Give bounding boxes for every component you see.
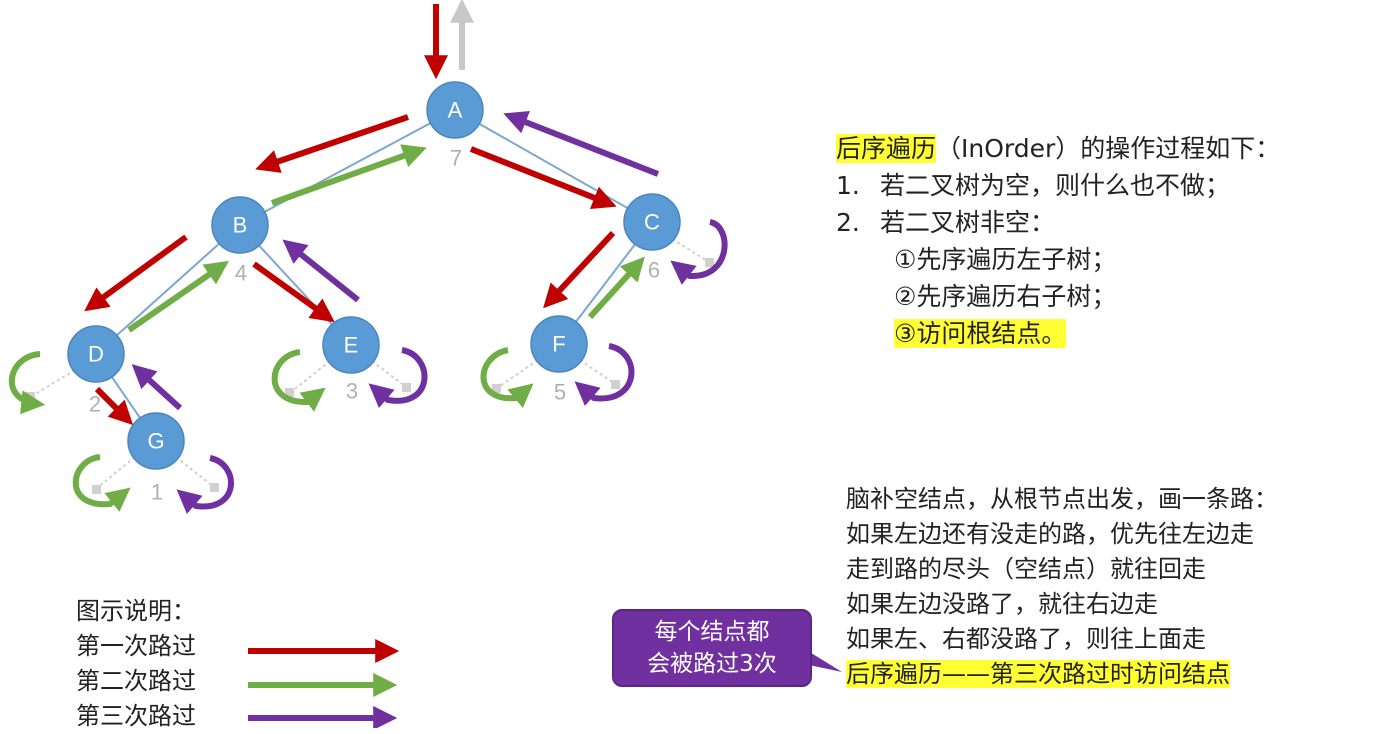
legend-second-pass: 第二次路过 xyxy=(76,667,196,695)
traversal-instructions: 脑补空结点，从根节点出发，画一条路： 如果左边还有没走的路，优先往左边走 走到路… xyxy=(846,482,1278,692)
instruction-line-2: 如果左边还有没走的路，优先往左边走 xyxy=(846,520,1254,548)
visit-order-g: 1 xyxy=(151,480,163,505)
red-arrow-a-b xyxy=(255,114,409,173)
node-b xyxy=(211,196,269,254)
rules-title: （InOrder）的操作过程如下： xyxy=(936,134,1281,163)
purple-arrow-g-d xyxy=(131,364,183,411)
visit-order-a: 7 xyxy=(450,146,462,171)
purple-arrow-e-b xyxy=(282,239,360,303)
callout-line-1: 每个结点都 xyxy=(654,619,770,645)
postorder-rules: 后序遍历（InOrder）的操作过程如下： 1. 若二叉树为空，则什么也不做； 2… xyxy=(836,130,1280,352)
node-f xyxy=(530,315,588,373)
purple-arrow-c-a xyxy=(503,110,660,177)
third-pass-arrows xyxy=(131,110,728,515)
rules-title-highlight: 后序遍历 xyxy=(836,134,937,163)
node-label-f: F xyxy=(552,332,565,357)
green-arrow-f-c xyxy=(587,256,645,320)
instruction-line-1: 脑补空结点，从根节点出发，画一条路： xyxy=(846,485,1278,513)
node-label-d: D xyxy=(88,342,104,367)
step2-text: 若二叉树非空： xyxy=(880,208,1056,237)
instruction-line-3: 走到路的尽头（空结点）就往回走 xyxy=(846,555,1206,583)
red-arrow-a-c xyxy=(469,146,617,209)
purple-loop-e xyxy=(368,347,428,409)
node-label-a: A xyxy=(448,98,463,123)
node-label-e: E xyxy=(344,333,359,358)
node-g xyxy=(127,412,185,470)
node-label-g: G xyxy=(147,429,164,454)
step1-text: 若二叉树为空，则什么也不做； xyxy=(880,171,1231,200)
visit-order-f: 5 xyxy=(554,380,566,405)
substep3-text: ③访问根结点。 xyxy=(894,319,1067,348)
second-pass-arrows xyxy=(8,144,645,512)
purple-loop-g xyxy=(176,455,234,515)
green-loop-d xyxy=(8,351,46,415)
callout-line-2: 会被路过3次 xyxy=(647,651,777,677)
red-arrow-b-e xyxy=(252,261,335,323)
node-a xyxy=(426,81,484,139)
red-arrow-b-d xyxy=(84,234,188,312)
node-e xyxy=(322,316,380,374)
edge-a-c xyxy=(454,109,653,223)
purple-loop-c xyxy=(670,219,728,285)
substep1-text: ①先序遍历左子树； xyxy=(894,245,1117,274)
green-arrow-d-b xyxy=(127,260,229,333)
legend-third-pass: 第三次路过 xyxy=(76,702,196,730)
green-loop-g xyxy=(72,454,131,512)
visit-order-d: 2 xyxy=(89,392,101,417)
green-arrow-b-a xyxy=(270,144,427,206)
node-label-c: C xyxy=(644,210,660,235)
edge-b-d xyxy=(95,224,241,355)
visit-order-b: 4 xyxy=(235,261,247,286)
legend: 图示说明： 第一次路过 第二次路过 第三次路过 xyxy=(76,594,196,734)
green-loop-e xyxy=(271,349,326,412)
node-d xyxy=(67,325,125,383)
legend-title: 图示说明： xyxy=(76,597,196,625)
node-label-b: B xyxy=(233,213,248,238)
step2-number: 2. xyxy=(836,208,860,237)
instruction-line-6: 后序遍历——第三次路过时访问结点 xyxy=(846,660,1230,688)
step1-number: 1. xyxy=(836,171,860,200)
null-links xyxy=(26,238,714,494)
callout-box: 每个结点都 会被路过3次 xyxy=(612,609,812,687)
instruction-line-5: 如果左、右都没路了，则往上面走 xyxy=(846,625,1206,653)
visit-order-c: 6 xyxy=(648,258,660,283)
legend-first-pass: 第一次路过 xyxy=(76,632,196,660)
node-c xyxy=(623,193,681,251)
first-pass-arrows xyxy=(84,114,617,426)
tree-nodes xyxy=(67,81,681,470)
substep2-text: ②先序遍历右子树； xyxy=(894,282,1117,311)
visit-order-e: 3 xyxy=(346,379,358,404)
red-arrow-c-f xyxy=(543,230,616,309)
green-loop-f xyxy=(480,347,534,408)
instruction-line-4: 如果左边没路了，就往右边走 xyxy=(846,590,1158,618)
edge-a-b xyxy=(239,109,456,226)
red-arrow-d-g xyxy=(94,386,134,426)
purple-loop-f xyxy=(574,343,635,407)
